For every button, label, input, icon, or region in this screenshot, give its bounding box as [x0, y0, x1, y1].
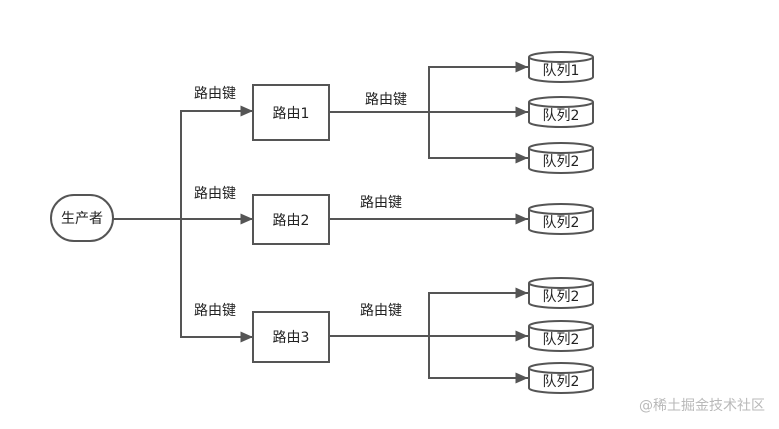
queue-1-1: 队列1 — [528, 51, 594, 83]
router-1-label: 路由1 — [273, 106, 310, 122]
router-3-label: 路由3 — [273, 330, 310, 346]
queue-3-2-label: 队列2 — [543, 332, 580, 348]
queue-3-1-label: 队列2 — [543, 289, 580, 305]
router-2-box — [252, 194, 330, 245]
queue-3-3-label: 队列2 — [543, 374, 580, 390]
queue-2-1-label: 队列2 — [543, 215, 580, 231]
producer-shape — [50, 194, 114, 242]
queue-3-1: 队列2 — [528, 277, 594, 309]
route-1-branch-3 — [428, 112, 528, 164]
producer-connectors — [113, 105, 253, 343]
route-2-key-label-out: 路由键 — [360, 195, 402, 211]
queue-1-3-label: 队列2 — [543, 154, 580, 170]
connector-to-router-1 — [180, 105, 253, 219]
route-3: 路由键 路由3 路由键 队列2 队列2 队列2 — [194, 277, 594, 394]
queue-3-2: 队列2 — [528, 320, 594, 352]
queue-1-2: 队列2 — [528, 96, 594, 128]
route-2: 路由键 路由2 路由键 队列2 — [194, 186, 594, 245]
route-3-key-label-out: 路由键 — [360, 303, 402, 319]
route-2-key-label-in: 路由键 — [194, 186, 236, 202]
router-1-box — [252, 84, 330, 141]
queue-3-3: 队列2 — [528, 362, 594, 394]
connector-to-router-3 — [180, 219, 253, 343]
route-3-branch-3 — [428, 336, 528, 384]
producer-node: 生产者 — [50, 194, 114, 242]
route-1-key-label-in: 路由键 — [194, 86, 236, 102]
queue-1-2-label: 队列2 — [543, 108, 580, 124]
router-2-label: 路由2 — [273, 213, 310, 229]
producer-label: 生产者 — [61, 211, 103, 227]
router-3-box — [252, 311, 330, 363]
route-1-key-label-out: 路由键 — [365, 92, 407, 108]
route-1-queue-connectors — [329, 61, 528, 164]
route-3-branch-1 — [428, 287, 528, 336]
queue-1-3: 队列2 — [528, 142, 594, 174]
route-1: 路由键 路由1 路由键 队列1 队列2 队列2 — [194, 51, 594, 174]
route-1-branch-1 — [428, 61, 528, 112]
queue-2-1: 队列2 — [528, 203, 594, 235]
watermark: @稀土掘金技术社区 — [639, 398, 765, 414]
route-3-key-label-in: 路由键 — [194, 303, 236, 319]
queue-1-1-label: 队列1 — [543, 63, 580, 79]
route-3-queue-connectors — [329, 287, 528, 384]
